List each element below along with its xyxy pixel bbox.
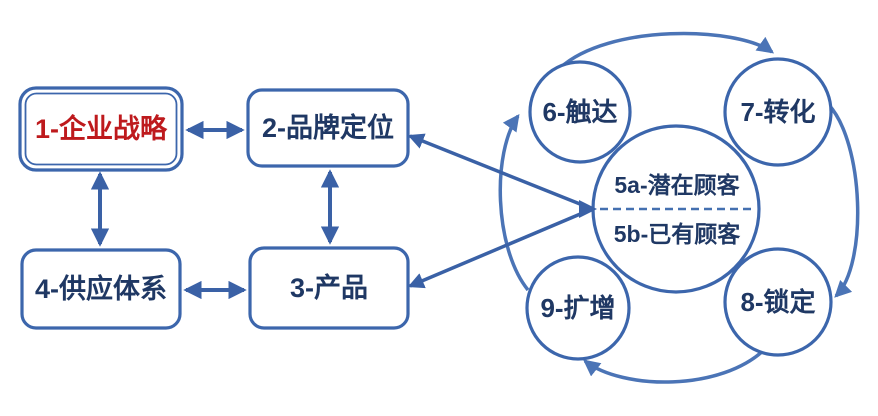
- strategy-box: [18, 86, 184, 172]
- supply-system-box: [20, 248, 182, 330]
- existing-customers-label: 5b-已有顾客: [614, 221, 742, 247]
- arrow-into-customers-icon: [579, 200, 597, 218]
- arrow-brand-to-customers: [407, 133, 586, 208]
- brand-positioning-box: [246, 88, 410, 168]
- conversion-circle-label: 7-转化: [740, 97, 815, 127]
- expansion-circle: [525, 255, 631, 361]
- strategy-box-inner-border: [24, 92, 178, 166]
- conversion-circle: [723, 57, 833, 167]
- reach-circle-label: 6-触达: [542, 97, 617, 127]
- loop-arc-expand-to-reach: [498, 113, 530, 292]
- product-box: [248, 246, 410, 330]
- product-box-label: 3-产品: [290, 273, 368, 303]
- strategy-box-label: 1-企业战略: [35, 113, 168, 144]
- potential-customers-label: 5a-潜在顾客: [614, 172, 740, 198]
- brand-positioning-box-label: 2-品牌定位: [262, 112, 394, 143]
- arrow-product-to-customers: [407, 210, 586, 289]
- loop-arc-lock-to-expand: [583, 346, 768, 384]
- loop-arc-convert-to-lock: [826, 102, 860, 298]
- loop-arc-reach-to-convert: [558, 31, 775, 70]
- supply-system-box-label: 4-供应体系: [35, 273, 167, 304]
- lock-in-circle-label: 8-锁定: [740, 287, 815, 317]
- lock-in-circle: [723, 247, 833, 357]
- reach-circle: [528, 60, 632, 164]
- expansion-circle-label: 9-扩增: [540, 293, 615, 323]
